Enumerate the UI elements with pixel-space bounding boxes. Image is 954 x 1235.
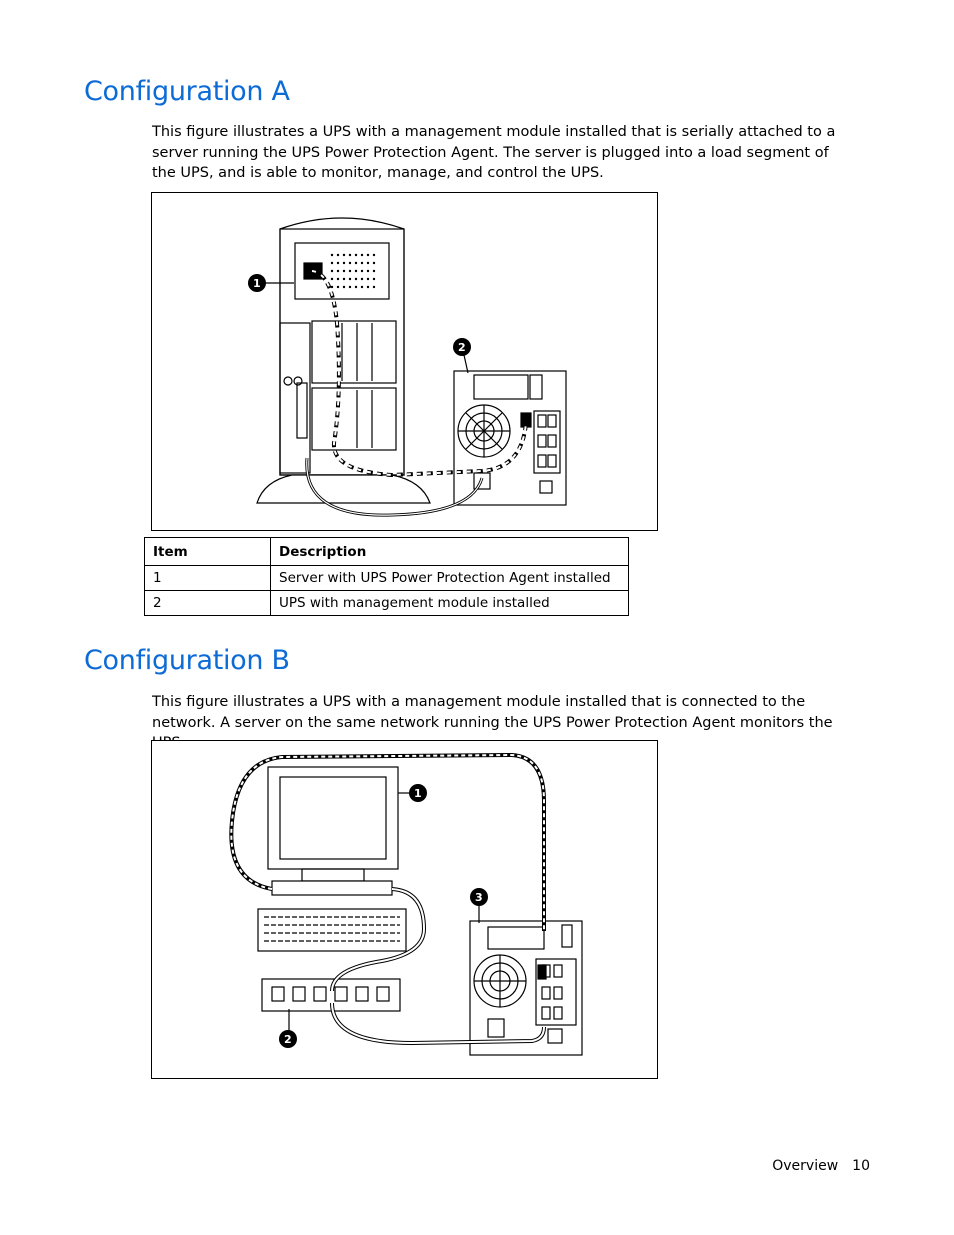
- diagram-config-a: 1 2: [248, 217, 567, 517]
- figure-config-b: 1 2 3: [151, 740, 658, 1079]
- svg-text:2: 2: [284, 1033, 292, 1046]
- items-table: Item Description 1 Server with UPS Power…: [144, 537, 629, 616]
- callout-2: 2: [453, 338, 471, 356]
- table-header-item: Item: [144, 537, 271, 566]
- section-title-config-a: Configuration A: [84, 76, 290, 107]
- section-title-config-b: Configuration B: [84, 645, 290, 676]
- table-cell-description: Server with UPS Power Protection Agent i…: [270, 565, 629, 591]
- table-cell-item: 1: [144, 565, 271, 591]
- page-footer: Overview 10: [772, 1158, 870, 1174]
- diagram-config-b: 1 2 3: [229, 752, 583, 1056]
- svg-text:1: 1: [414, 787, 422, 800]
- table-header-row: Item Description: [144, 537, 629, 566]
- page-number: 10: [852, 1158, 870, 1174]
- footer-section: Overview: [772, 1158, 839, 1174]
- callout-2: 2: [279, 1030, 297, 1048]
- figure-config-a: 1 2: [151, 192, 658, 531]
- table-row: 2 UPS with management module installed: [144, 590, 629, 616]
- ups-unit-illustration: [469, 920, 583, 1056]
- callout-1: 1: [409, 784, 427, 802]
- monitor-illustration: [267, 766, 399, 896]
- table-cell-item: 2: [144, 590, 271, 616]
- svg-text:2: 2: [458, 341, 466, 354]
- server-tower-illustration: [256, 217, 431, 504]
- callout-3: 3: [470, 888, 488, 906]
- keyboard-illustration: [257, 908, 407, 952]
- table-row: 1 Server with UPS Power Protection Agent…: [144, 565, 629, 591]
- table-cell-description: UPS with management module installed: [270, 590, 629, 616]
- ups-unit-illustration: [453, 370, 567, 506]
- section-paragraph-config-b: This figure illustrates a UPS with a man…: [152, 694, 833, 751]
- table-header-description: Description: [270, 537, 629, 566]
- section-paragraph-config-a: This figure illustrates a UPS with a man…: [152, 124, 836, 181]
- svg-text:1: 1: [253, 277, 261, 290]
- svg-text:3: 3: [475, 891, 483, 904]
- callout-1: 1: [248, 274, 266, 292]
